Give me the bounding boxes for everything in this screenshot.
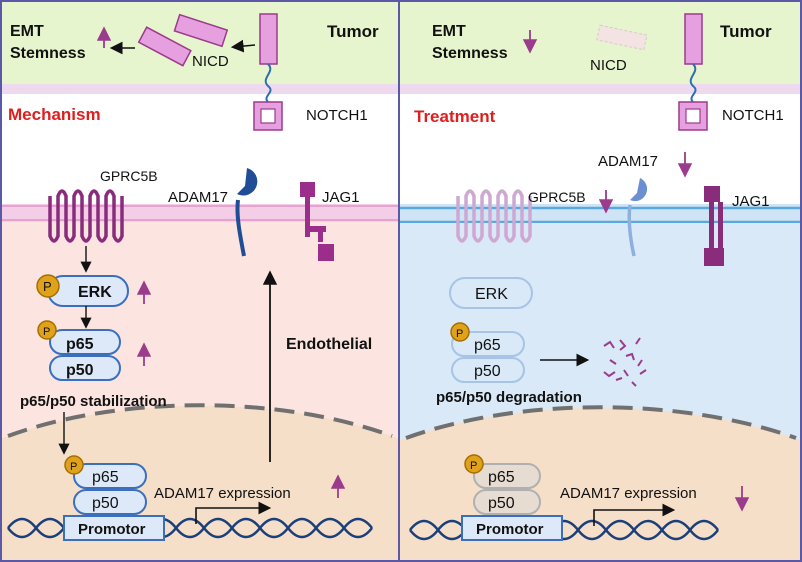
nicd-faded [596,24,648,51]
degraded-fragments [603,337,647,387]
nuclear-p65-label: p65 [488,469,515,486]
notch1-linker [264,63,272,103]
transcription-start-arrow [195,501,272,524]
stabilization-label: p65/p50 stabilization [20,393,167,410]
gprc5b-label: GPRC5B [100,168,158,184]
mechanism-title: Mechanism [8,105,101,124]
tumor-label: Tumor [327,22,379,41]
gprc5b-receptor [48,189,124,243]
tumor-membrane [2,84,400,94]
erk-label: ERK [78,284,112,301]
jag1-label: JAG1 [322,189,360,206]
nuclear-p50-box [73,489,147,515]
adam17-label: ADAM17 [168,189,228,206]
adam17-stalk [235,199,246,257]
stemness-label: Stemness [10,45,86,62]
transcription-start-arrow [593,503,676,526]
promotor-label: Promotor [476,521,544,538]
tumor-band [2,2,400,84]
erk-box-faded [449,277,533,309]
phospho-label: P [43,326,50,338]
endothelial-label: Endothelial [286,336,372,353]
phospho-label: P [70,461,77,473]
p65-box-faded [451,331,525,357]
phospho-label: P [470,460,477,472]
jag1-head [704,186,720,202]
notch1-label: NOTCH1 [306,107,368,124]
nuclear-p65-box [73,463,147,489]
erk-label: ERK [475,286,508,303]
nuclear-p65-label: p65 [92,469,119,486]
nicd-label: NICD [590,57,627,74]
adam17-stalk-faded [627,204,636,257]
p65-label: p65 [66,336,94,353]
adam17-label: ADAM17 [598,153,658,170]
adam17-protease-faded [630,178,648,202]
emt-label: EMT [10,23,44,40]
nuclear-p50-label: p50 [488,495,515,512]
p65-label: p65 [474,337,501,354]
phospho-erk [36,274,60,298]
phospho-label: P [43,279,52,294]
adam17-protease [237,168,258,196]
nuclear-p50-faded [473,489,541,515]
degradation-label: p65/p50 degradation [436,389,582,406]
stemness-label: Stemness [432,45,508,62]
promotor-box [461,515,563,541]
right-panel: Tumor EMT Stemness NICD NOTCH1 Treatment… [400,2,800,560]
gprc5b-label: GPRC5B [528,189,586,205]
p65-box [49,329,121,355]
emt-label: EMT [432,23,466,40]
jag1-label: JAG1 [732,193,770,210]
phospho-nuclear-p65 [64,455,84,475]
phospho-p65 [37,320,57,340]
jag1-tail [704,248,724,266]
phospho-label: P [456,328,463,340]
expression-label: ADAM17 expression [154,485,291,502]
jag1-head [300,182,315,197]
p50-box [49,355,121,381]
nicd-fragment [137,26,192,67]
treatment-title: Treatment [414,107,496,126]
phospho-p65 [450,322,470,342]
promotor-label: Promotor [78,521,146,538]
phospho-nuclear-p65 [464,454,484,474]
nicd-fragment [173,13,229,48]
notch1-intracellular [684,13,703,65]
jag1-tail [318,244,334,261]
nicd-label: NICD [192,53,229,70]
gprc5b-receptor-faded [456,189,532,243]
nuclear-p65-faded [473,463,541,489]
left-panel: Tumor EMT Stemness NICD NOTCH1 Mechanism… [2,2,400,560]
notch1-intracellular [259,13,278,65]
p50-box-faded [451,357,525,383]
nuclear-p50-label: p50 [92,495,119,512]
tumor-label: Tumor [720,22,772,41]
expression-label: ADAM17 expression [560,485,697,502]
notch1-label: NOTCH1 [722,107,784,124]
endothelial-membrane [2,204,400,222]
notch-cleavage-arrow [230,39,256,53]
promotor-box [63,515,165,541]
p50-label: p50 [474,363,501,380]
p50-label: p50 [66,362,94,379]
